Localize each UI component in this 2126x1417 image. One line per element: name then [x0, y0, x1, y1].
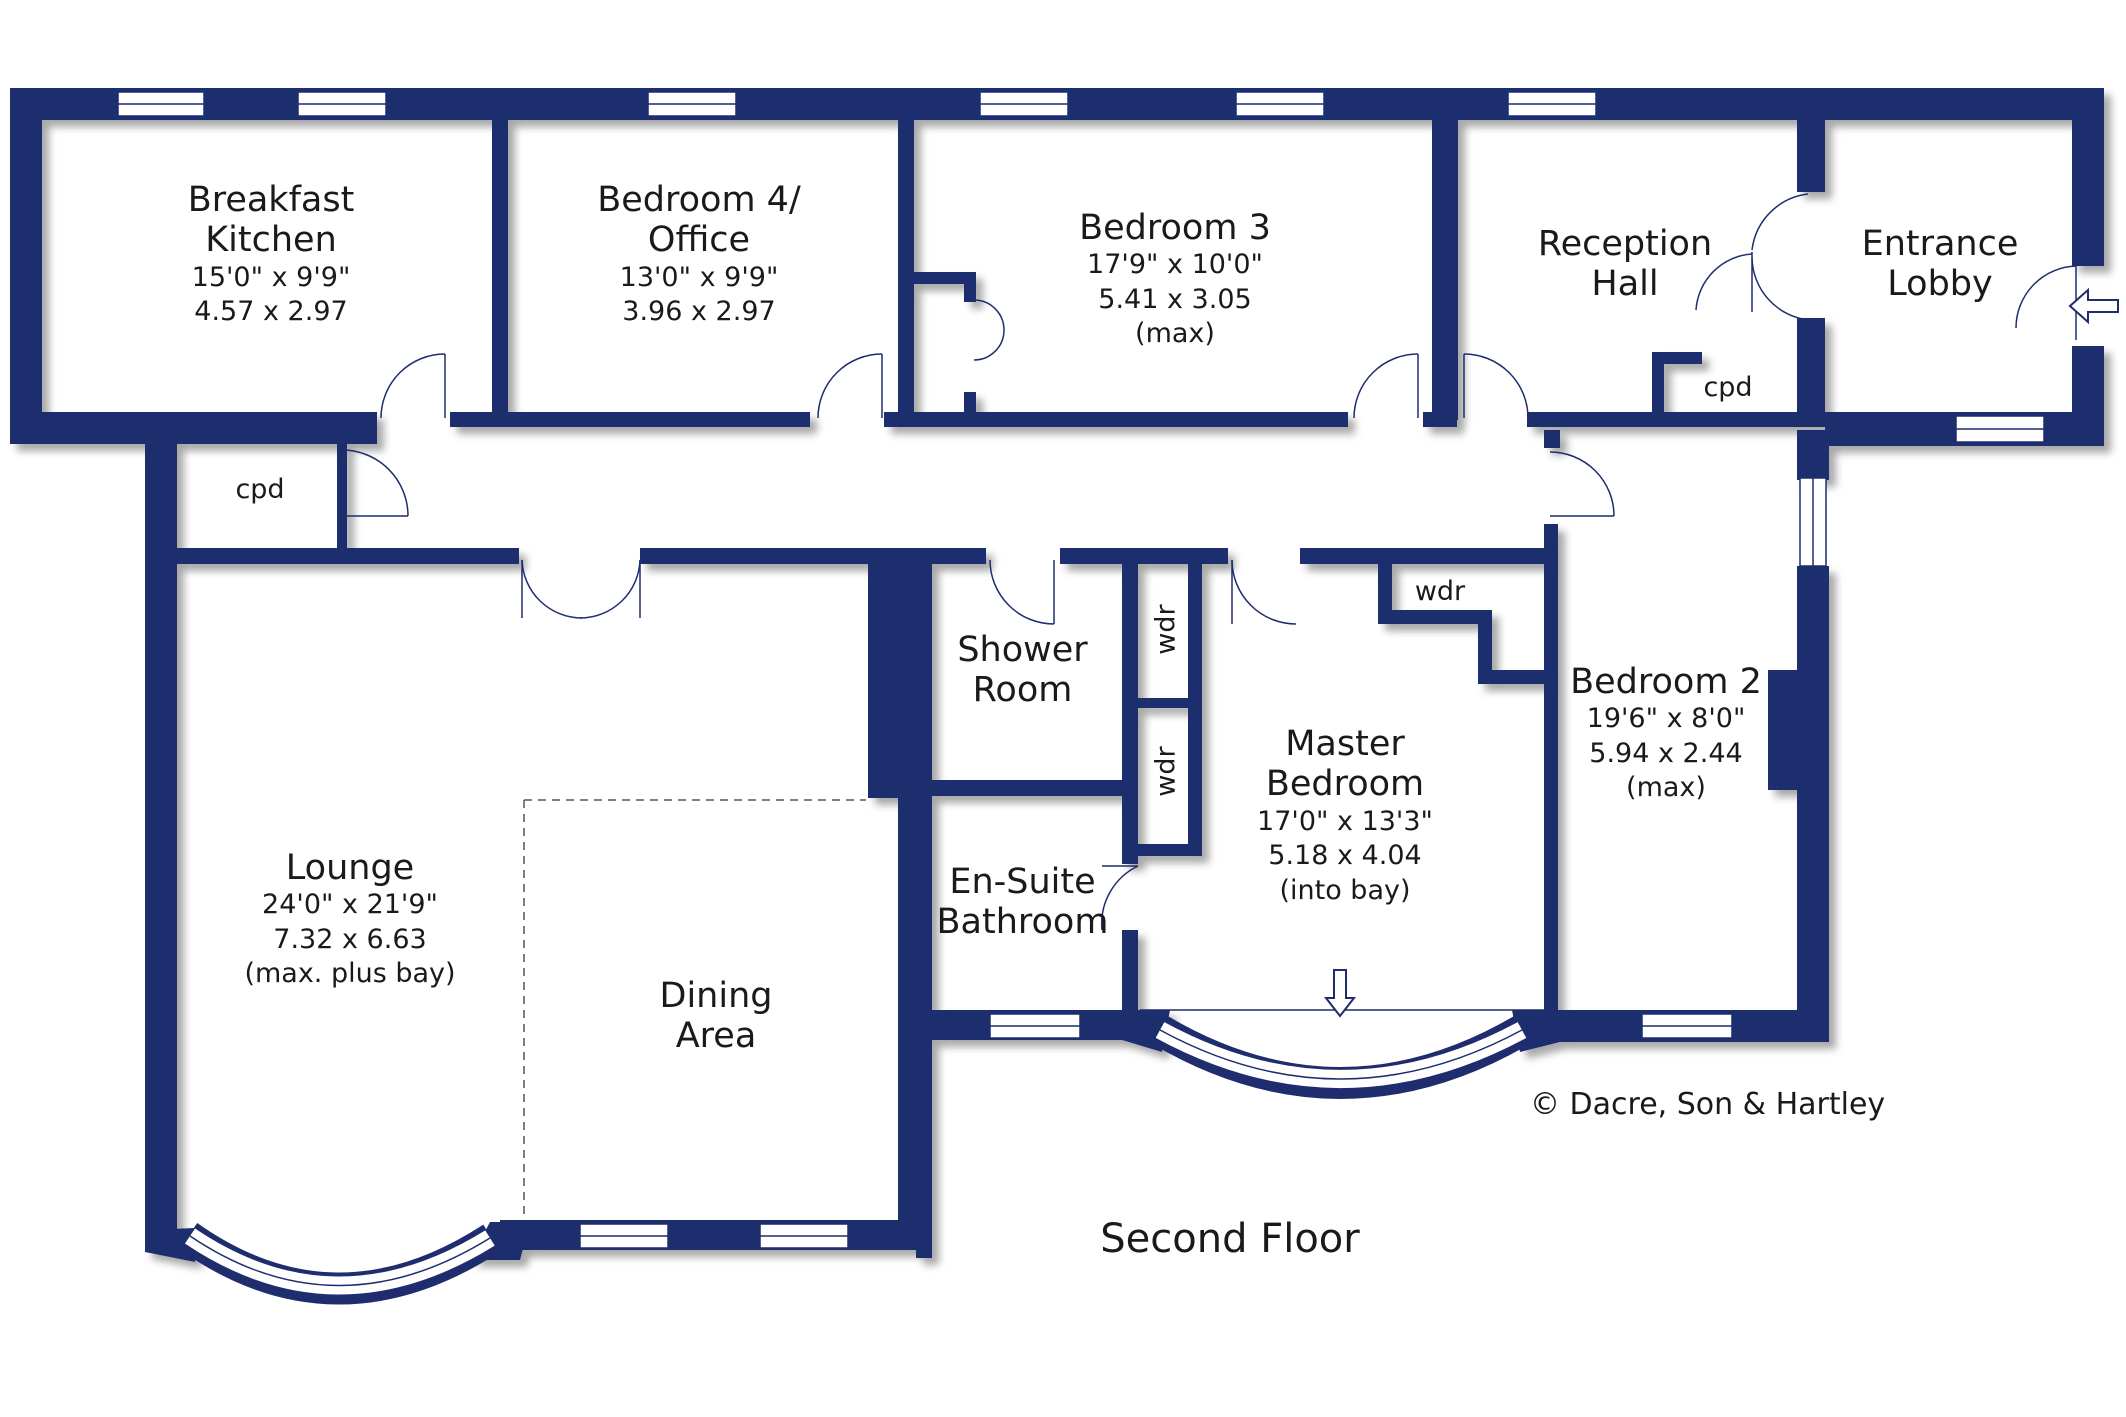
- room-name-line: Reception: [1537, 224, 1713, 264]
- room-dimension-imperial: 15'0" x 9'9": [191, 261, 351, 293]
- ensuite-label: En-Suite Bathroom: [930, 862, 1115, 943]
- room-name-line: Kitchen: [205, 220, 337, 261]
- wdr-2-label: wdr: [1150, 746, 1182, 797]
- room-name-line: Office: [647, 220, 751, 261]
- cpd-hall-label: cpd: [1703, 372, 1753, 403]
- bedroom3-label: Bedroom 3 17'9" x 10'0" 5.41 x 3.05 (max…: [1050, 208, 1300, 352]
- doors: [341, 193, 2077, 931]
- windows: [117, 91, 2045, 1249]
- dining-area-boundary: [523, 799, 866, 1220]
- room-dimension-imperial: 19'6" x 8'0": [1586, 703, 1746, 735]
- lounge-label: Lounge 24'0" x 21'9" 7.32 x 6.63 (max. p…: [220, 848, 480, 992]
- room-name-line: Bathroom: [936, 902, 1109, 943]
- room-name-line: Breakfast: [187, 180, 355, 220]
- room-name-line: Dining: [659, 976, 773, 1016]
- room-dimension-metric: 5.41 x 3.05: [1098, 283, 1252, 315]
- room-dimension-imperial: 17'0" x 13'3": [1257, 805, 1433, 837]
- arrow-left-icon: [2068, 287, 2119, 325]
- room-dimension-imperial: 13'0" x 9'9": [619, 261, 779, 293]
- copyright-notice: © Dacre, Son & Hartley: [1530, 1087, 1886, 1122]
- room-name-line: Shower: [957, 630, 1088, 670]
- room-dimension-note: (max): [1135, 318, 1215, 350]
- room-name-line: Bedroom: [1265, 764, 1425, 805]
- cpd-left-label: cpd: [235, 474, 285, 505]
- wdr-1-label: wdr: [1150, 604, 1182, 655]
- entrance-lobby-label: Entrance Lobby: [1840, 224, 2040, 305]
- master-bedroom-label: Master Bedroom 17'0" x 13'3" 5.18 x 4.04…: [1225, 724, 1465, 908]
- room-name-line: Bedroom 3: [1079, 208, 1271, 248]
- room-name-line: Bedroom 2: [1570, 662, 1762, 702]
- room-dimension-note: (max): [1626, 772, 1706, 804]
- bedroom4-label: Bedroom 4/ Office 13'0" x 9'9" 3.96 x 2.…: [584, 180, 814, 330]
- room-dimension-metric: 3.96 x 2.97: [622, 296, 776, 328]
- room-dimension-metric: 5.94 x 2.44: [1589, 737, 1743, 769]
- room-dimension-imperial: 24'0" x 21'9": [262, 889, 438, 921]
- room-dimension-metric: 5.18 x 4.04: [1268, 840, 1422, 872]
- bedroom2-label: Bedroom 2 19'6" x 8'0" 5.94 x 2.44 (max): [1556, 662, 1776, 806]
- dining-area-label: Dining Area: [616, 976, 816, 1057]
- shower-room-label: Shower Room: [930, 630, 1115, 711]
- room-name-line: Lobby: [1887, 264, 1993, 305]
- room-name-line: Bedroom 4/: [597, 180, 801, 220]
- wdr-top-label: wdr: [1414, 576, 1466, 607]
- room-name-line: Room: [972, 670, 1073, 711]
- master-bay-window: [1151, 1016, 1531, 1099]
- room-name-line: Hall: [1591, 264, 1659, 305]
- room-name-line: Master: [1285, 724, 1405, 764]
- room-name-line: Entrance: [1861, 224, 2019, 264]
- lounge-bay-window: [178, 1222, 501, 1305]
- room-dimension-metric: 7.32 x 6.63: [273, 923, 427, 955]
- room-name-line: Area: [675, 1016, 757, 1057]
- reception-hall-label: Reception Hall: [1520, 224, 1730, 305]
- floor-title: Second Floor: [1100, 1216, 1360, 1262]
- room-dimension-note: (into bay): [1279, 874, 1411, 906]
- room-dimension-metric: 4.57 x 2.97: [194, 296, 348, 328]
- arrow-down-icon: [1323, 969, 1357, 1018]
- room-name-line: En-Suite: [949, 862, 1096, 902]
- breakfast-kitchen-label: Breakfast Kitchen 15'0" x 9'9" 4.57 x 2.…: [156, 180, 386, 330]
- room-dimension-imperial: 17'9" x 10'0": [1087, 249, 1263, 281]
- room-name-line: Lounge: [285, 848, 415, 888]
- room-dimension-note: (max. plus bay): [244, 958, 456, 990]
